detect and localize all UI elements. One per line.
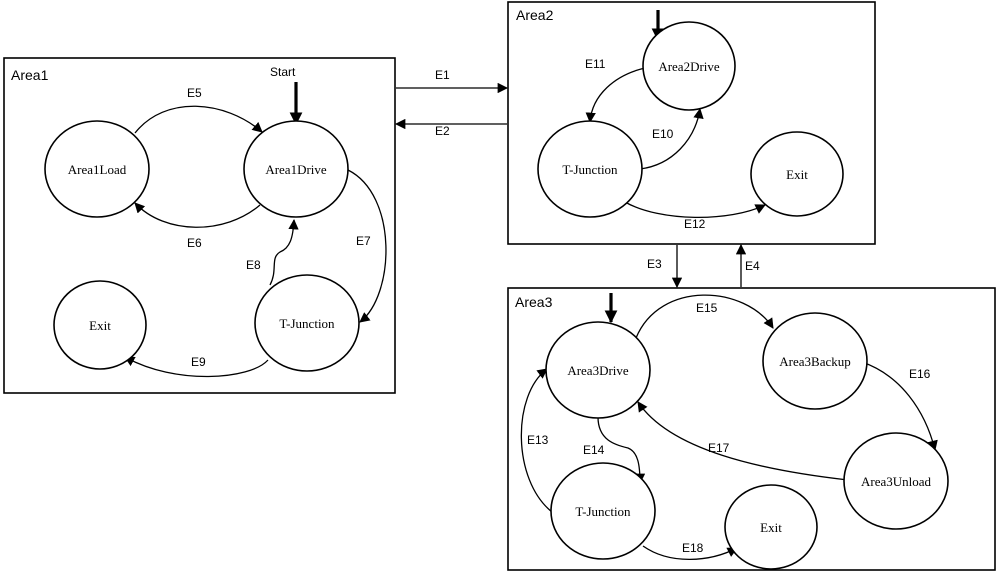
area2-title: Area2 [516,7,554,23]
area2-exit-node [750,131,844,217]
area2-drive-label: Area2Drive [658,59,720,74]
area3-tjunction-node [550,462,656,560]
edge-e18-label: E18 [682,541,704,555]
area1-load-node [44,120,150,218]
edge-e8 [269,218,299,286]
area1-load-label: Area1Load [68,162,127,177]
area3-backup-node [762,312,868,410]
edge-e16-label: E16 [909,367,931,381]
area1-exit-label: Exit [89,318,111,333]
edge-e7-label: E7 [356,234,371,248]
edge-e7 [347,169,387,323]
edge-e5 [134,105,263,134]
edge-e11-label: E11 [585,57,606,71]
area1-drive-label: Area1Drive [265,162,327,177]
edge-e9-label: E9 [191,355,206,369]
area1-title: Area1 [11,67,49,83]
area2-box [507,1,876,245]
area1-exit-node [53,280,147,370]
edge-e17-label: E17 [708,441,730,455]
start-label: Start [270,65,296,79]
edge-e8-label: E8 [246,258,261,272]
area2-tjunction-label: T-Junction [562,162,618,177]
edge-e2-label: E2 [435,124,450,138]
edge-e6-label: E6 [187,236,202,250]
area3-unload-label: Area3Unload [861,474,932,489]
edge-e18 [642,545,738,560]
area2-tjunction-node [537,120,643,218]
area3-exit-node [724,484,818,570]
edge-e10 [639,107,704,170]
edge-e12 [624,201,766,219]
edge-e10-label: E10 [652,127,674,141]
area1-box [3,57,396,394]
area3-title: Area3 [515,294,553,310]
edge-e3-label: E3 [647,257,662,271]
edge-e4-label: E4 [745,259,760,273]
area1-drive-node [243,120,349,218]
edge-e15 [635,294,774,339]
edge-e16 [861,361,938,452]
edge-e6 [134,202,261,228]
area3-box [507,287,996,571]
area3-drive-label: Area3Drive [567,363,629,378]
area1-tjunction-node [254,274,360,372]
edge-e13 [520,368,553,513]
edge-e14 [597,416,646,485]
area2-exit-label: Exit [786,167,808,182]
edge-e13-label: E13 [527,433,549,447]
area3-drive-node [545,321,651,419]
edge-e12-label: E12 [684,217,706,231]
edge-e11 [585,67,646,124]
area3-unload-node [843,432,949,530]
edge-e9 [124,356,269,378]
area2-drive-node [642,21,736,111]
area1-tjunction-label: T-Junction [279,316,335,331]
edge-e17 [637,401,849,481]
area3-exit-label: Exit [760,520,782,535]
edge-e5-label: E5 [187,86,202,100]
area3-tjunction-label: T-Junction [575,504,631,519]
area3-backup-label: Area3Backup [779,354,850,369]
edge-e1-label: E1 [435,68,450,82]
edge-e14-label: E14 [583,443,605,457]
edge-e15-label: E15 [696,301,718,315]
